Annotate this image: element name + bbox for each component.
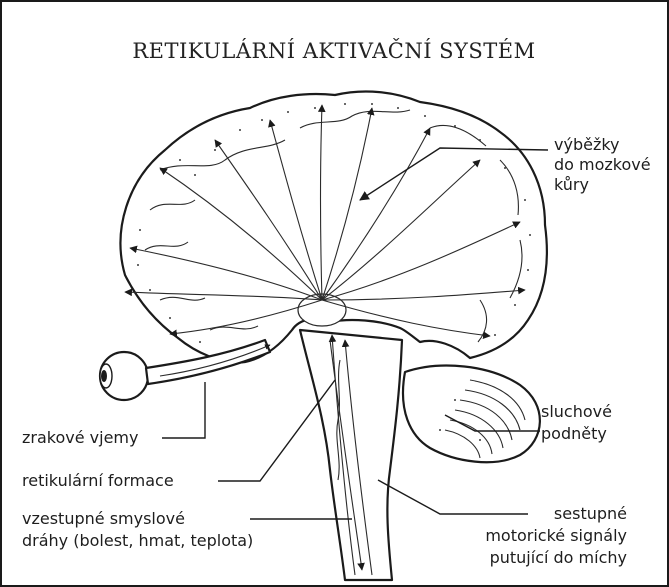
eye [100,352,148,400]
diagram-title: RETIKULÁRNÍ AKTIVAČNÍ SYSTÉM [132,38,535,63]
label-cortex-projections-2: do mozkové [554,155,651,174]
label-descending-signals-1: sestupné [554,504,627,523]
label-ascending-pathways-1: vzestupné smyslové [22,509,185,528]
label-cortex-projections-3: kůry [554,175,589,194]
label-cortex-projections-1: výběžky [554,135,620,154]
label-ascending-pathways-2: dráhy (bolest, hmat, teplota) [22,531,253,550]
descending-signals-leader [378,480,528,514]
label-reticular-formation: retikulární formace [22,471,174,490]
visual-input-leader [162,382,205,438]
label-auditory-input-1: sluchové [541,402,612,421]
label-descending-signals-2: motorické signály [485,526,627,545]
label-auditory-input-2: podněty [541,424,607,443]
label-visual-input: zrakové vjemy [22,428,138,447]
label-descending-signals-3: putující do míchy [490,548,627,567]
